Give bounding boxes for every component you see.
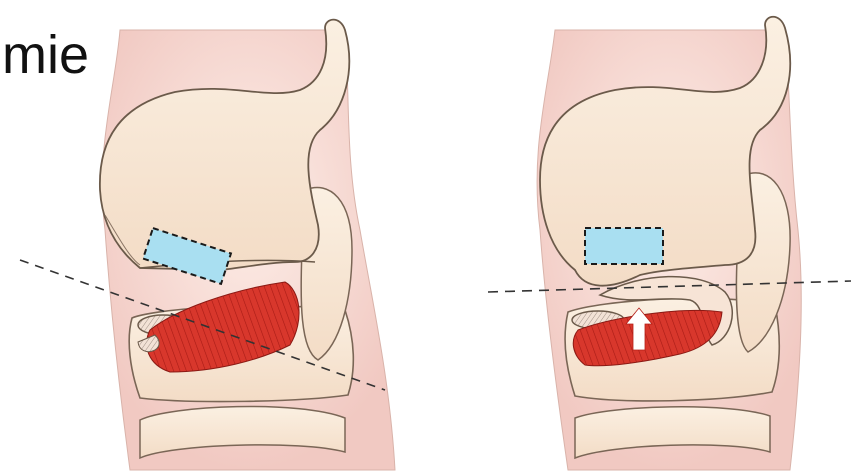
right-dashed-rectangle (585, 228, 663, 264)
right-larynx-illustration (488, 17, 851, 470)
left-larynx-illustration (20, 20, 395, 470)
